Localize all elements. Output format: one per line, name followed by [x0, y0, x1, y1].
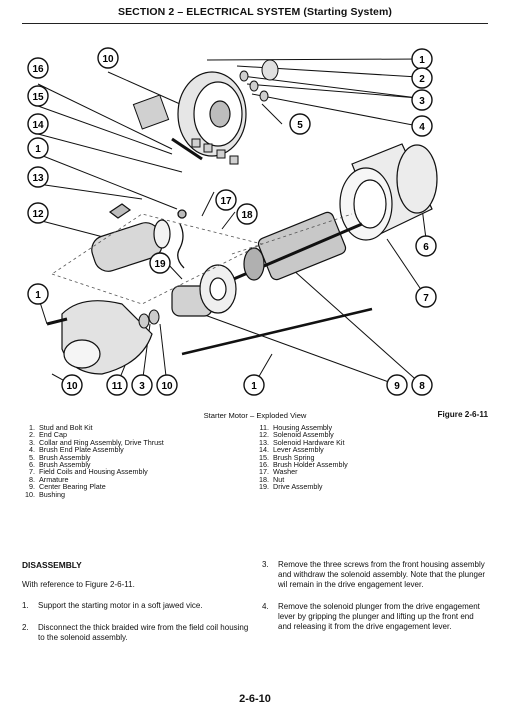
callout-11: 11	[106, 374, 128, 396]
callout-5: 5	[289, 113, 311, 135]
svg-text:16: 16	[32, 64, 44, 75]
figure-number: Figure 2-6-11	[437, 410, 488, 419]
callout-6: 6	[415, 235, 437, 257]
intro-paragraph: With reference to Figure 2-6-11.	[22, 580, 135, 589]
svg-text:13: 13	[32, 173, 44, 184]
drive-washers	[138, 309, 160, 329]
callout-1-left-lower: 1	[27, 283, 49, 305]
callout-1-left-upper: 1	[27, 137, 49, 159]
svg-text:2: 2	[419, 74, 425, 85]
washers	[239, 59, 279, 102]
callout-17: 17	[215, 189, 237, 211]
svg-text:1: 1	[251, 381, 257, 392]
legend-item: 7.Field Coils and Housing Assembly	[29, 467, 148, 477]
svg-text:14: 14	[32, 120, 44, 131]
callout-9: 9	[386, 374, 408, 396]
svg-text:8: 8	[419, 381, 425, 392]
section-title: DISASSEMBLY	[22, 560, 82, 570]
legend-item: 3.Collar and Ring Assembly, Drive Thrust	[29, 437, 164, 447]
parts-legend-left: 1.Stud and Bolt Kit 2.End Cap 3.Collar a…	[24, 424, 264, 498]
callout-2: 2	[411, 67, 433, 89]
callout-13: 13	[27, 166, 49, 188]
legend-item: 10.Bushing	[25, 489, 65, 499]
callout-7: 7	[415, 286, 437, 308]
svg-text:15: 15	[32, 92, 44, 103]
through-bolt	[181, 307, 373, 356]
svg-text:17: 17	[220, 196, 232, 207]
callout-14: 14	[27, 113, 49, 135]
legend-item: 16.Brush Holder Assembly	[259, 460, 348, 470]
legend-item: 8.Armature	[29, 474, 69, 484]
callout-19: 19	[149, 252, 171, 274]
step-3: 3. Remove the three screws from the fron…	[262, 560, 486, 589]
legend-item: 14.Lever Assembly	[259, 445, 324, 455]
left-column: DISASSEMBLY With reference to Figure 2-6…	[22, 560, 254, 655]
page-number: 2-6-10	[239, 693, 271, 705]
svg-text:19: 19	[154, 259, 166, 270]
starter-motor-illustration: 16 10 15 14 1 13 12 1 10 11 3 10 1 9 8 1…	[27, 47, 438, 396]
svg-text:3: 3	[139, 381, 145, 392]
armature-drawing	[221, 211, 363, 286]
figure-caption: Starter Motor – Exploded View	[203, 411, 307, 420]
svg-text:9: 9	[394, 381, 400, 392]
callout-10-bottom-left: 10	[61, 374, 83, 396]
legend-item: 6.Brush Assembly	[29, 460, 91, 470]
svg-text:11: 11	[112, 381, 123, 392]
legend-item: 12.Solenoid Assembly	[259, 430, 334, 440]
callout-15: 15	[27, 85, 49, 107]
step-4: 4. Remove the solenoid plunger from the …	[262, 602, 480, 631]
svg-text:3: 3	[419, 96, 425, 107]
callout-8: 8	[411, 374, 433, 396]
solenoid-drawing	[91, 203, 171, 272]
legend-item: 1.Stud and Bolt Kit	[29, 423, 93, 432]
step-1: 1. Support the starting motor in a soft …	[22, 601, 203, 610]
lever-drawing	[177, 209, 187, 269]
dashed-guides	[51, 213, 353, 305]
callout-12: 12	[27, 202, 49, 224]
svg-text:10: 10	[161, 381, 173, 392]
legend-item: 9.Center Bearing Plate	[29, 482, 106, 492]
callout-3-bottom: 3	[131, 374, 153, 396]
svg-text:10: 10	[102, 54, 114, 65]
parts-legend-right: 11.Housing Assembly 12.Solenoid Assembly…	[258, 424, 488, 491]
header-rule	[22, 23, 488, 24]
end-cap-drawing	[177, 71, 247, 157]
page-header: SECTION 2 – ELECTRICAL SYSTEM (Starting …	[117, 6, 393, 18]
callout-18: 18	[236, 203, 258, 225]
svg-text:1: 1	[35, 290, 41, 301]
svg-text:1: 1	[419, 55, 425, 66]
callout-3-right: 3	[411, 89, 433, 111]
brush-holder-drawing	[132, 94, 239, 165]
legend-item: 4.Brush End Plate Assembly	[29, 445, 124, 455]
svg-text:10: 10	[66, 381, 78, 392]
legend-item: 13.Solenoid Hardware Kit	[259, 437, 345, 447]
callouts: 16 10 15 14 1 13 12 1 10 11 3 10 1 9 8 1…	[27, 47, 437, 396]
legend-item: 2.End Cap	[29, 430, 67, 440]
step-2: 2. Disconnect the thick braided wire fro…	[22, 623, 249, 642]
svg-text:12: 12	[32, 209, 44, 220]
svg-text:7: 7	[423, 293, 429, 304]
callout-10-top: 10	[97, 47, 119, 69]
callout-16: 16	[27, 57, 49, 79]
drive-assembly-drawing	[171, 264, 237, 317]
svg-text:6: 6	[423, 242, 429, 253]
callout-1-bottom: 1	[243, 374, 265, 396]
legend-item: 17.Washer	[259, 467, 298, 477]
svg-text:5: 5	[297, 120, 303, 131]
legend-item: 15.Brush Spring	[259, 452, 315, 462]
legend-item: 19.Drive Assembly	[259, 482, 323, 492]
legend-item: 5.Brush Assembly	[29, 452, 91, 462]
callout-10-bottom: 10	[156, 374, 178, 396]
callout-1-right: 1	[411, 48, 433, 70]
exploded-view-figure: 16 10 15 14 1 13 12 1 10 11 3 10 1 9 8 1…	[22, 24, 488, 410]
field-housing-drawing	[339, 143, 438, 241]
legend-item: 11.Housing Assembly	[259, 423, 333, 432]
drive-housing-drawing	[46, 300, 153, 375]
right-column: 3. Remove the three screws from the fron…	[262, 560, 488, 644]
legend-item: 18.Nut	[259, 474, 285, 484]
callout-4: 4	[411, 115, 433, 137]
svg-text:18: 18	[241, 210, 253, 221]
svg-text:4: 4	[419, 122, 425, 133]
svg-text:1: 1	[35, 144, 41, 155]
